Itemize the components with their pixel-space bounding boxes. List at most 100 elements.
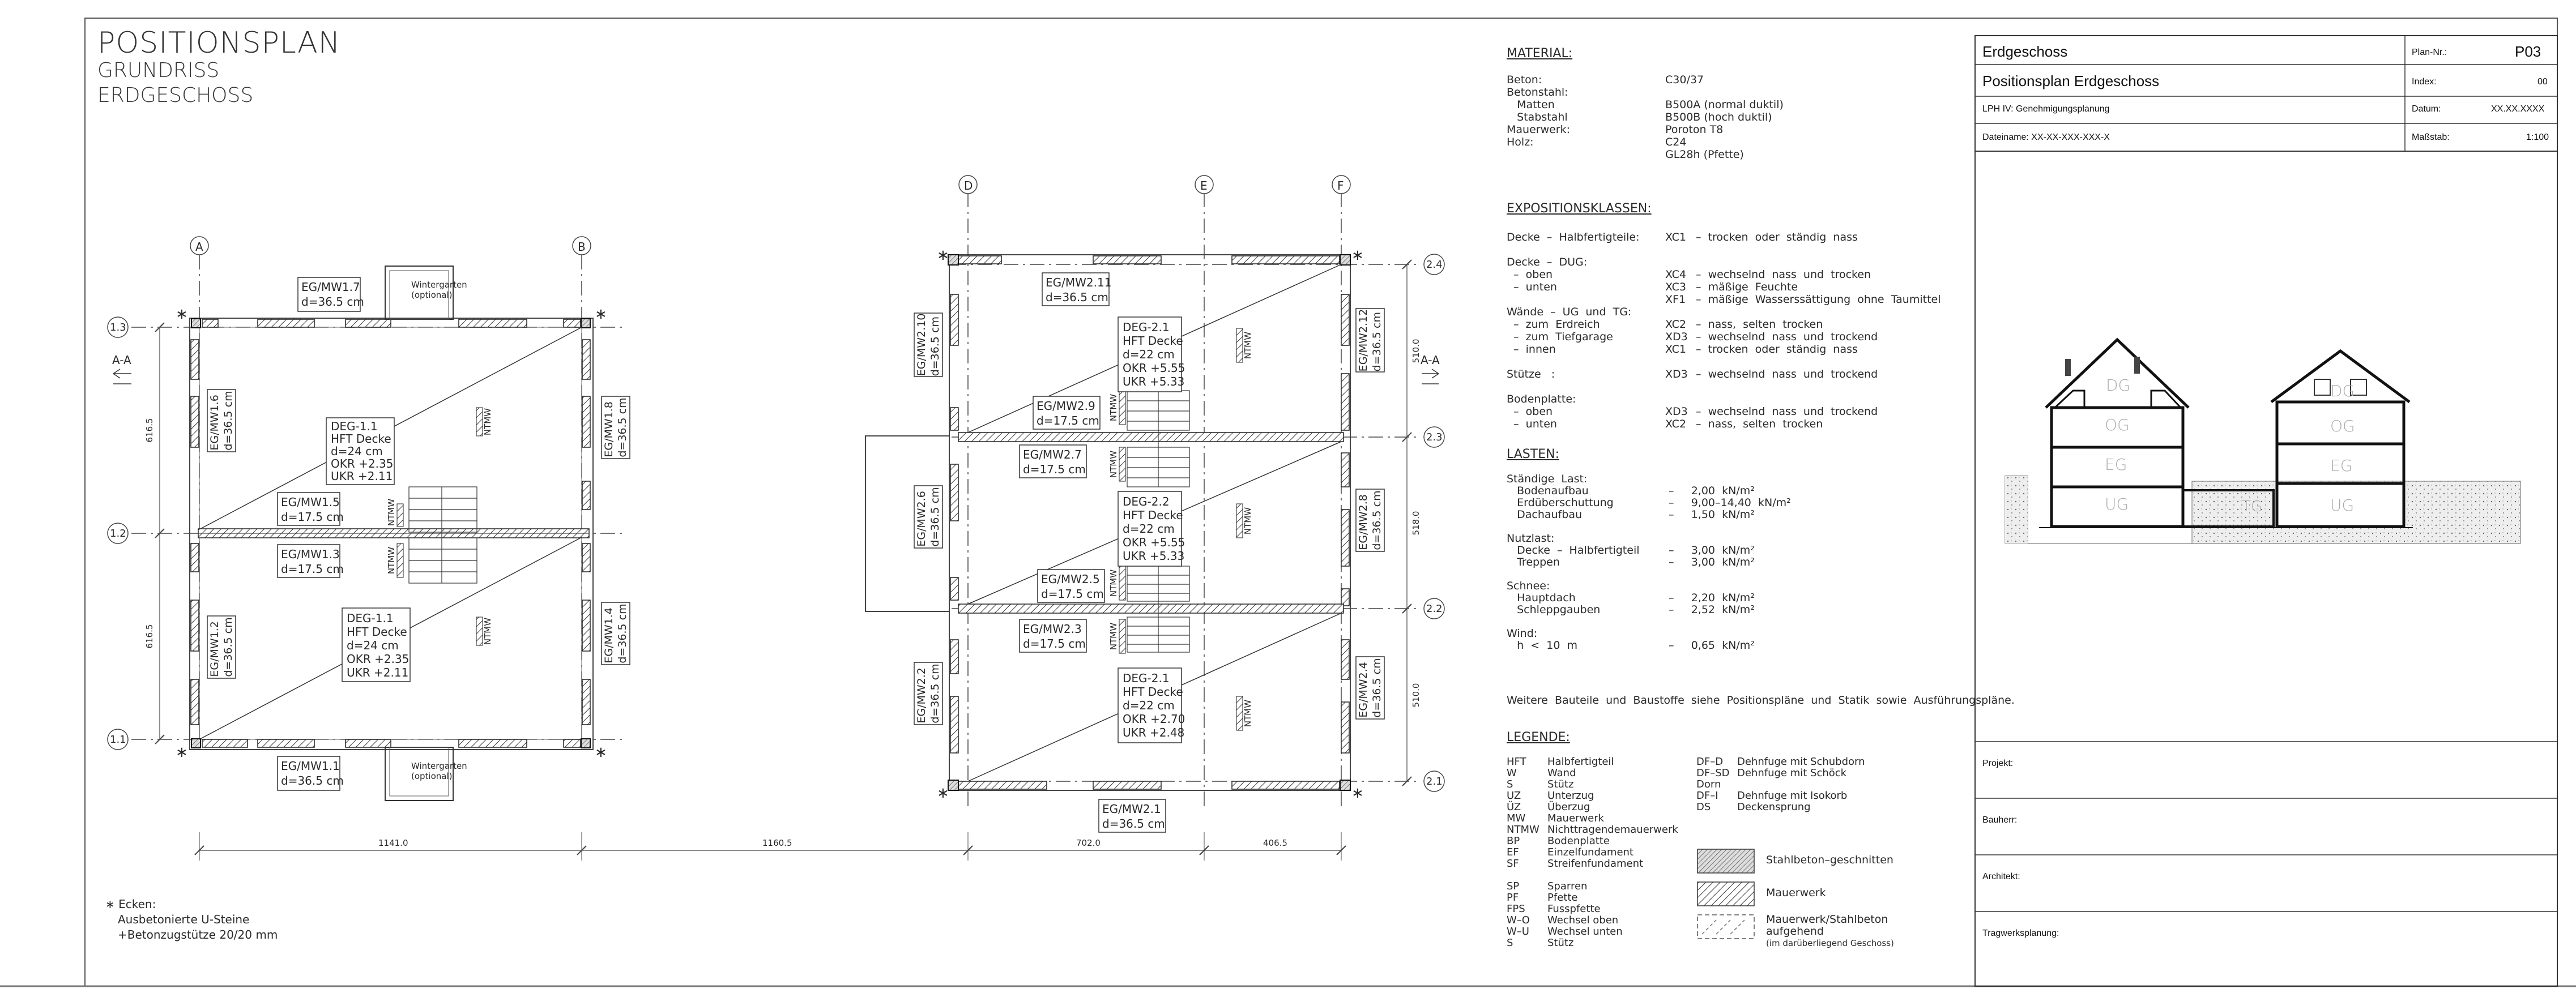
ntmw-label: NTMW <box>483 408 493 436</box>
legende-row: Dorn <box>1696 778 1721 790</box>
sheet-frame <box>84 18 2558 987</box>
legende-row <box>1507 870 1678 881</box>
axis-label-e: E <box>1200 179 1208 192</box>
titleblock-projekt: Projekt: <box>1982 759 2014 768</box>
axis-label-f: F <box>1337 179 1344 192</box>
titleblock-plan-name: Positionsplan Erdgeschoss <box>1982 72 2160 89</box>
exposition-row <box>1507 380 1941 393</box>
section-mark-left: A-A <box>112 353 131 367</box>
titleblock-tragwerk: Tragwerksplanung: <box>1982 928 2059 938</box>
dim-right-1: 510.0 <box>1411 339 1421 363</box>
titleblock-date-label: Datum: <box>2412 104 2441 114</box>
axis-label-1-1: 1.1 <box>110 734 126 746</box>
legend-symbol-label-stahlbeton: Stahlbeton–geschnitten <box>1766 854 1893 866</box>
titleblock-floor: Erdgeschoss <box>1982 43 2068 60</box>
material-row: Betonstahl: <box>1507 86 1568 99</box>
titleblock-plan-nr: P03 <box>2515 43 2541 60</box>
dim-right-3: 510.0 <box>1411 683 1421 708</box>
legend-symbols <box>1697 849 1755 939</box>
section-label-dg-left: DG <box>2106 376 2131 395</box>
dim-bottom-1: 1141.0 <box>378 838 408 848</box>
plan-floor: ERDGESCHOSS <box>97 84 254 107</box>
material-row: Beton:C30/37 <box>1507 74 1704 86</box>
corner-star-marker: ∗ <box>595 306 607 323</box>
material-row: Mauerwerk:Poroton T8 <box>1507 123 1724 136</box>
lasten-row: Wind: <box>1507 627 1538 640</box>
axis-label-2-2: 2.2 <box>1426 603 1443 615</box>
corner-star-marker: ∗ <box>937 247 949 264</box>
ntmw-label: NTMW <box>1243 331 1253 359</box>
axis-label-2-3: 2.3 <box>1426 431 1443 443</box>
lasten-row: Bodenaufbau– 2,00 kN/m² <box>1507 485 1755 497</box>
ntmw-label: NTMW <box>1243 507 1253 535</box>
section-label-og-right: OG <box>2330 417 2355 435</box>
exposition-table: Decke – Halbfertigteile:XC1– trocken ode… <box>1507 231 1941 430</box>
axis-label-a: A <box>195 240 203 254</box>
titleblock-index-label: Index: <box>2412 77 2437 87</box>
section-label-ug-left: UG <box>2105 495 2129 513</box>
dim-bottom-4: 406.5 <box>1263 838 1287 848</box>
lasten-row: Erdüberschuttung– 9,00–14,40 kN/m² <box>1507 497 1791 509</box>
lasten-row: Dachaufbau– 1,50 kN/m² <box>1507 508 1755 521</box>
section-label-eg-left: EG <box>2105 455 2127 474</box>
title-block-frame <box>1974 35 2558 987</box>
dim-right-2: 518.0 <box>1411 511 1421 536</box>
legend-symbol-label-mauerwerk: Mauerwerk <box>1766 887 1826 899</box>
dim-bottom-2: 1160.5 <box>762 838 792 848</box>
section-mark-right: A-A <box>1421 353 1440 367</box>
material-row: GL28h (Pfette) <box>1665 148 1744 161</box>
exposition-row <box>1507 356 1941 368</box>
titleblock-bauherr: Bauherr: <box>1982 815 2018 825</box>
corner-footnote: ∗ Ecken: Ausbetonierte U-Steine +Betonzu… <box>105 897 278 941</box>
titleblock-scale-label: Maßstab: <box>2412 132 2450 142</box>
left-building-plan <box>107 236 630 801</box>
material-row: Holz:C24 <box>1507 136 1687 148</box>
axis-label-2-4: 2.4 <box>1426 259 1443 271</box>
axis-label-1-2: 1.2 <box>110 528 126 540</box>
section-label-tg: TG <box>2242 498 2263 515</box>
right-building-plan <box>865 175 1445 833</box>
lasten-row: Schnee: <box>1507 580 1550 592</box>
section-label-eg-right: EG <box>2330 456 2353 475</box>
ntmw-label: NTMW <box>386 498 396 527</box>
lasten-row: Treppen– 3,00 kN/m² <box>1507 556 1755 568</box>
titleblock-plan-nr-label: Plan-Nr.: <box>2412 48 2447 57</box>
lasten-note: Weitere Bauteile und Baustoffe siehe Pos… <box>1507 694 2015 707</box>
